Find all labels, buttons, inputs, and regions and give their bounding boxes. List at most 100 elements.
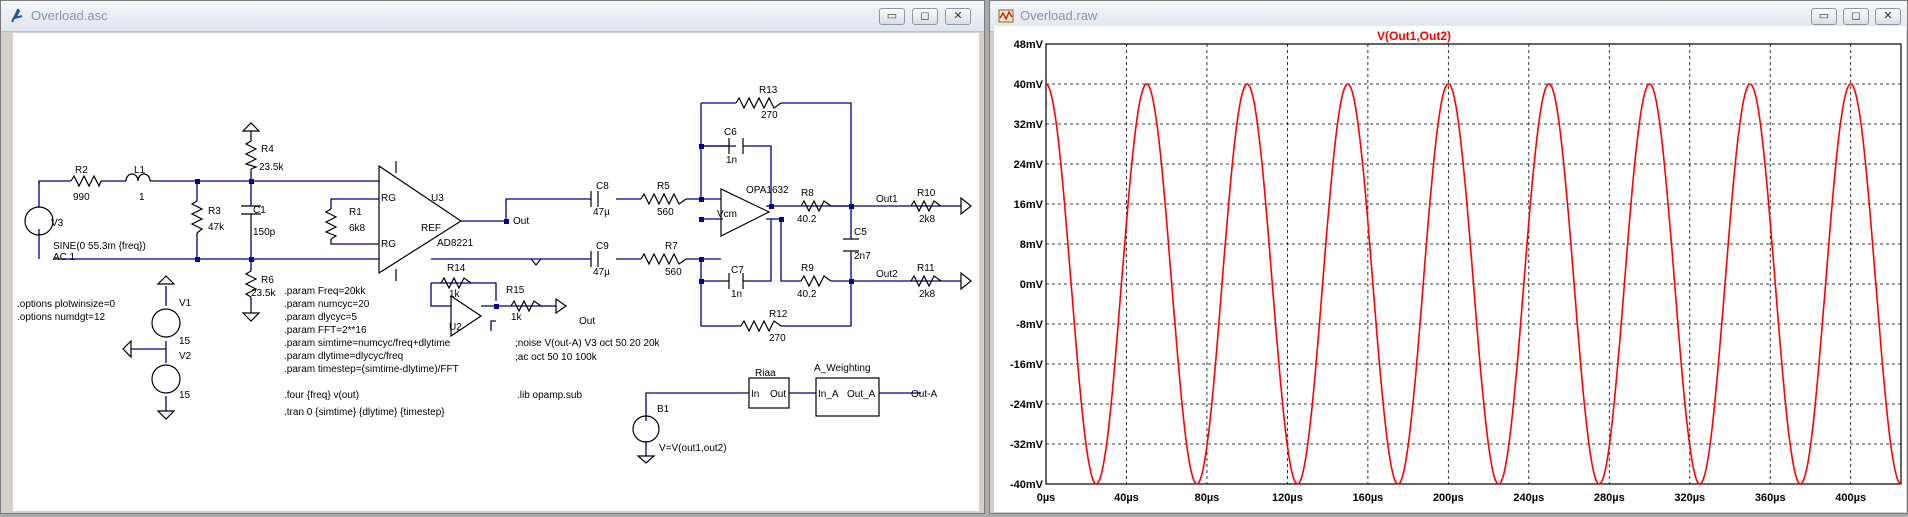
schematic-title: Overload.asc — [31, 8, 108, 23]
v1-value: 15 — [179, 336, 191, 347]
schematic-minimize-button[interactable]: ▭ — [879, 8, 905, 25]
r15-label: R15 — [506, 285, 525, 296]
waveform-title: Overload.raw — [1020, 8, 1098, 23]
schematic-window: Overload.asc ▭ ◻ ✕ — [0, 0, 985, 514]
y-tick-label: 40mV — [1014, 79, 1044, 91]
v3-label: V3 — [51, 218, 64, 229]
x-tick-label: 160µs — [1352, 492, 1383, 504]
b1-label: B1 — [657, 404, 670, 415]
r5-value: 560 — [657, 207, 674, 218]
close-icon: ✕ — [953, 10, 963, 22]
maximize-icon: ◻ — [920, 10, 930, 22]
c5-label: C5 — [854, 227, 867, 238]
directive-numdgt: .options numdgt=12 — [17, 312, 106, 323]
out-net-label: Out — [513, 216, 529, 227]
out-small-label: Out — [579, 316, 595, 327]
waveform-plot-area[interactable]: V(Out1,Out2) 48mV 40mV 32mV 24mV 16mV 8mV 0mV -… — [994, 26, 1906, 512]
u3-label: U3 — [431, 193, 444, 204]
wire — [38, 180, 71, 207]
r3-value: 47k — [208, 222, 225, 233]
y-tick-label: -24mV — [1010, 399, 1044, 411]
y-tick-label: 0mV — [1020, 279, 1044, 291]
chart-title: V(Out1,Out2) — [1377, 29, 1451, 43]
y-tick-label: 16mV — [1014, 199, 1044, 211]
c9-value: 47µ — [593, 267, 610, 278]
r13-value: 270 — [761, 110, 778, 121]
schematic-maximize-button[interactable]: ◻ — [912, 8, 938, 25]
y-tick-label: -40mV — [1010, 479, 1044, 491]
waveform-window: Overload.raw ▭ ◻ ✕ V(Out1,Out2) 48mV 40mV… — [989, 0, 1908, 514]
r9-label: R9 — [801, 263, 814, 274]
plot-frame — [1045, 43, 1902, 485]
r4-label: R4 — [261, 144, 274, 155]
a-weighting-label: A_Weighting — [814, 363, 871, 374]
c6-value: 1n — [726, 155, 737, 166]
y-tick-label: 32mV — [1014, 119, 1044, 131]
waveform-maximize-button[interactable]: ◻ — [1843, 8, 1869, 25]
r4-value: 23.5k — [259, 162, 284, 173]
v1-label: V1 — [179, 298, 192, 309]
directive-tran: .tran 0 {simtime} {dlytime} {timestep} — [284, 407, 445, 418]
r10-value: 2k8 — [919, 214, 936, 225]
schematic-titlebar[interactable]: Overload.asc ▭ ◻ ✕ — [1, 1, 984, 32]
r6-value: 23.5k — [251, 288, 276, 299]
directive-param: .param FFT=2**16 — [284, 325, 367, 336]
schematic-canvas[interactable]: V3 SINE(0 55.3m {freq}) AC 1 R2 990 L1 1… — [13, 33, 979, 511]
u3-part: AD8221 — [437, 238, 474, 249]
r7-value: 560 — [665, 267, 682, 278]
r14-value: 1k — [449, 289, 461, 300]
r15-value: 1k — [511, 312, 523, 323]
r11-label: R11 — [917, 263, 935, 274]
r13-label: R13 — [759, 85, 778, 96]
vcm-label: Vcm — [717, 209, 737, 220]
riaa-pin-out: Out — [770, 389, 786, 400]
r6-label: R6 — [261, 275, 274, 286]
u2-label: U2 — [449, 322, 462, 333]
c9-label: C9 — [596, 241, 609, 252]
waveform-close-button[interactable]: ✕ — [1875, 8, 1901, 25]
v3-value: SINE(0 55.3m {freq}) — [53, 241, 146, 252]
x-tick-label: 40µs — [1114, 492, 1139, 504]
v3-ac: AC 1 — [53, 252, 76, 263]
c5-value: 2n7 — [854, 251, 871, 262]
r2-label: R2 — [75, 165, 88, 176]
directive-param: .param dlytime=dlycyc/freq — [284, 351, 403, 362]
r11-value: 2k8 — [919, 289, 936, 300]
x-tick-label: 120µs — [1272, 492, 1303, 504]
directive-ac: ;ac oct 50 10 100k — [515, 352, 598, 363]
series-v-out1-out2-line — [1045, 83, 1902, 485]
directive-param: .param Freq=20kk — [284, 286, 366, 297]
x-tick-label: 80µs — [1195, 492, 1220, 504]
y-tick-label: 8mV — [1020, 239, 1044, 251]
u3-pin-rg2: RG — [381, 239, 396, 250]
x-tick-label: 200µs — [1433, 492, 1464, 504]
r1-label: R1 — [349, 207, 362, 218]
r10-label: R10 — [917, 188, 936, 199]
r12-label: R12 — [769, 309, 788, 320]
y-tick-label: 24mV — [1014, 159, 1044, 171]
waveform-minimize-button[interactable]: ▭ — [1811, 8, 1837, 25]
v2-label: V2 — [179, 351, 192, 362]
directive-lib: .lib opamp.sub — [517, 390, 582, 401]
riaa-pin-in: In — [751, 389, 759, 400]
l1-label: L1 — [134, 165, 146, 176]
out-a-label: Out-A — [911, 389, 937, 400]
directive-param: .param timestep=(simtime-dlytime)/FFT — [284, 364, 459, 375]
x-tick-label: 240µs — [1513, 492, 1544, 504]
minimize-icon: ▭ — [1818, 10, 1830, 22]
c7-label: C7 — [731, 265, 744, 276]
minimize-icon: ▭ — [886, 10, 898, 22]
maximize-icon: ◻ — [1851, 10, 1861, 22]
r5-label: R5 — [657, 181, 670, 192]
r14-label: R14 — [447, 263, 466, 274]
schematic-close-button[interactable]: ✕ — [945, 8, 971, 25]
x-tick-label: 400µs — [1835, 492, 1866, 504]
r7-label: R7 — [665, 241, 678, 252]
y-tick-label: 48mV — [1014, 39, 1044, 51]
u3-pin-ref: REF — [421, 223, 441, 234]
r3-label: R3 — [208, 206, 221, 217]
c1-value: 150p — [253, 227, 276, 238]
out2-net-label: Out2 — [876, 269, 898, 280]
a-weighting-pin-in: In_A — [818, 389, 839, 400]
